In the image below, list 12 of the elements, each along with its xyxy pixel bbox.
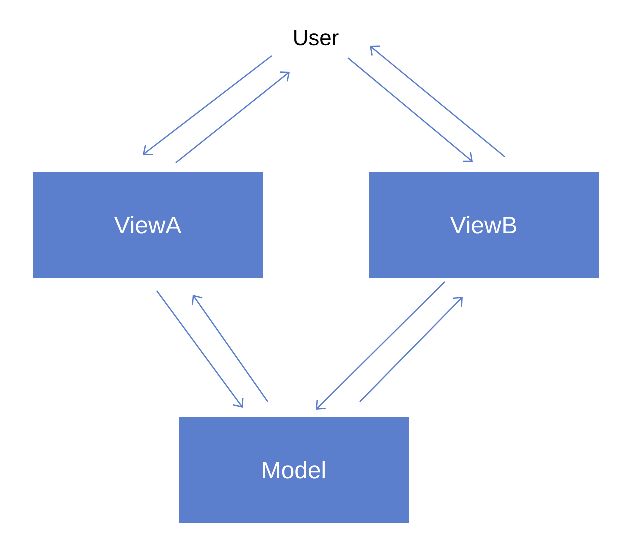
arrow <box>360 297 463 402</box>
arrow <box>192 295 269 402</box>
user-label: User <box>294 30 339 46</box>
arrow <box>143 55 272 156</box>
process-box: ViewB <box>369 172 599 278</box>
arrow <box>176 72 290 164</box>
arrow <box>316 282 446 410</box>
arrow <box>156 290 244 408</box>
process-box: Model <box>179 417 409 523</box>
arrow <box>348 58 473 162</box>
arrow <box>370 46 506 158</box>
process-box: ViewA <box>33 172 263 278</box>
